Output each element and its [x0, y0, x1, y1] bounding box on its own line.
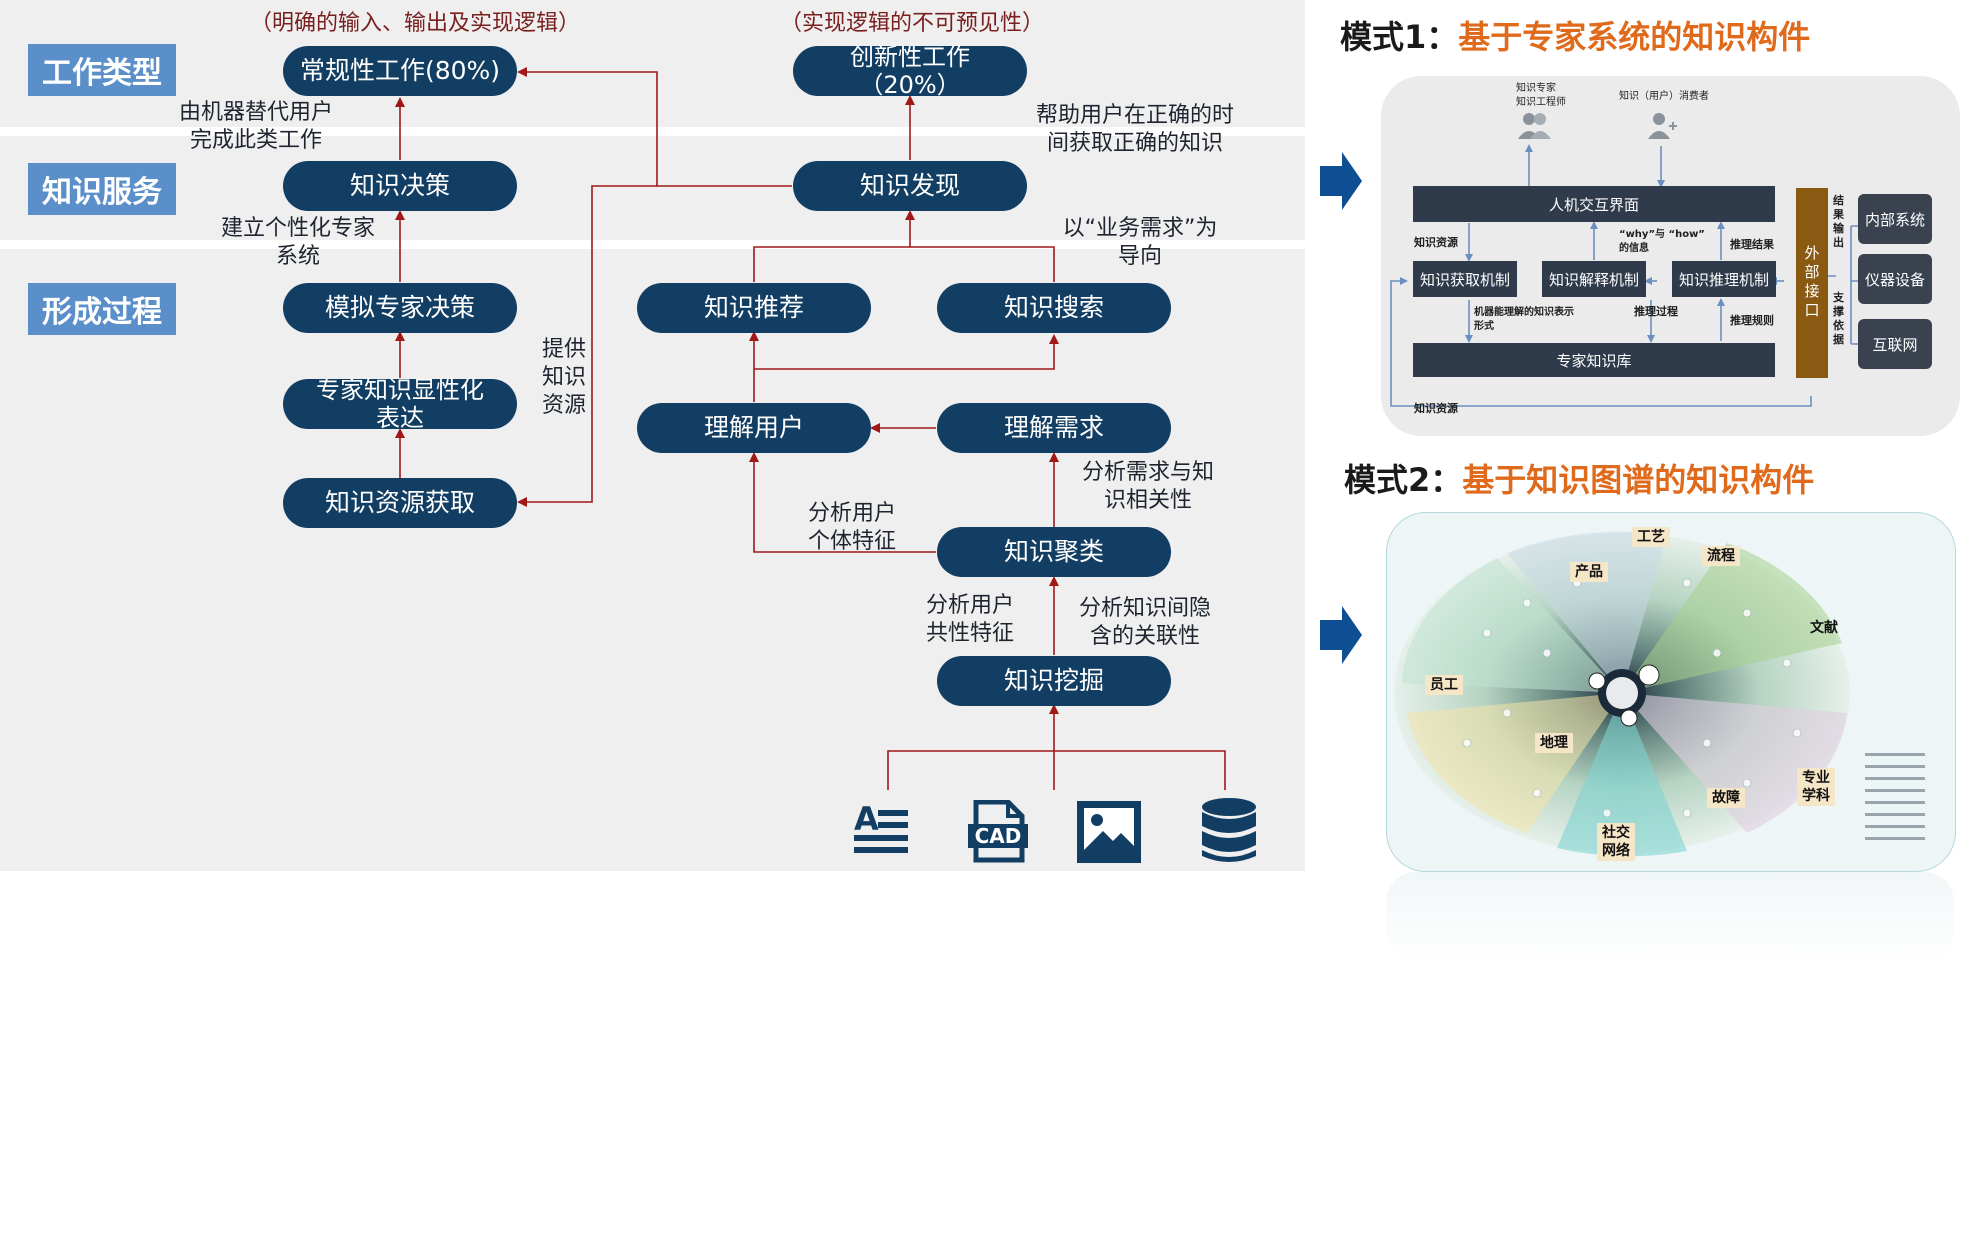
- graph-tag-literature: 文献: [1810, 620, 1838, 636]
- category-knowledge-service: 知识服务: [28, 163, 176, 215]
- graph-tag-employee: 员工: [1425, 675, 1463, 695]
- mode2-prefix: 模式2：: [1344, 461, 1463, 499]
- expert-knowledge-base-bar: 专家知识库: [1413, 343, 1775, 377]
- text-document-icon: A: [854, 800, 910, 860]
- knowledge-reason-mechanism: 知识推理机制: [1672, 261, 1776, 297]
- label-support-basis: 支 撑 依 据: [1833, 291, 1844, 346]
- label-reason-result: 推理结果: [1730, 238, 1774, 251]
- note-provide-resources: 提供 知识 资源: [541, 337, 586, 418]
- knowledge-explain-mechanism: 知识解释机制: [1542, 261, 1646, 297]
- graph-tag-process: 流程: [1702, 546, 1740, 566]
- mode2-title: 模式2：基于知识图谱的知识构件: [1344, 455, 1814, 501]
- note-innovative-description: （实现逻辑的不可预见性）: [780, 11, 1045, 36]
- note-machine-replace: 由机器替代用户 完成此类工作: [178, 100, 333, 153]
- note-analyze-individual: 分析用户 个体特征: [807, 501, 896, 554]
- node-innovative-work: 创新性工作 （20%）: [793, 43, 1027, 99]
- node-knowledge-recommend: 知识推荐: [637, 283, 871, 333]
- node-simulate-expert-decision: 模拟专家决策: [283, 283, 517, 333]
- cad-file-icon: CAD: [968, 799, 1028, 864]
- graph-tag-geography: 地理: [1535, 733, 1573, 753]
- note-analyze-need-relevance: 分析需求与知 识相关性: [1081, 460, 1214, 513]
- hci-interface-bar: 人机交互界面: [1413, 186, 1775, 222]
- note-business-oriented: 以“业务需求”为 导向: [1062, 216, 1218, 269]
- right-arrow-icon: [1320, 606, 1362, 668]
- external-interface-bar: 外部接口: [1796, 188, 1828, 378]
- note-analyze-hidden-relations: 分析知识间隐 含的关联性: [1078, 596, 1211, 649]
- node-understand-user: 理解用户: [637, 403, 871, 453]
- graph-tag-product: 产品: [1570, 562, 1608, 582]
- knowledge-acquire-mechanism: 知识获取机制: [1413, 261, 1517, 297]
- node-understand-need: 理解需求: [937, 403, 1171, 453]
- band-separator: [0, 240, 1305, 249]
- node-knowledge-decision: 知识决策: [283, 161, 517, 211]
- knowledge-graph-visual: [1394, 531, 1925, 857]
- category-work-type: 工作类型: [28, 44, 176, 96]
- system-instrument: 仪器设备: [1858, 254, 1932, 304]
- graph-tag-fault: 故障: [1707, 788, 1745, 808]
- band-separator: [0, 127, 1305, 136]
- node-routine-work: 常规性工作(80%): [283, 46, 517, 96]
- text-document-letter: A: [854, 802, 879, 838]
- node-knowledge-mining: 知识挖掘: [937, 656, 1171, 706]
- label-knowledge-resource-bottom: 知识资源: [1414, 402, 1458, 415]
- node-knowledge-discovery: 知识发现: [793, 161, 1027, 211]
- knowledge-graph-image: 工艺 流程 产品 文献 员工 地理 专业 学科 故障 社交 网络: [1386, 512, 1956, 872]
- category-formation-process: 形成过程: [28, 283, 176, 335]
- node-knowledge-search: 知识搜索: [937, 283, 1171, 333]
- mode1-actor-engineer-label: 知识专家 知识工程师: [1516, 83, 1566, 108]
- label-reason-process: 推理过程: [1634, 305, 1678, 318]
- system-internal: 内部系统: [1858, 194, 1932, 244]
- note-routine-description: （明确的输入、输出及实现逻辑）: [250, 11, 581, 36]
- mode2-title-highlight: 基于知识图谱的知识构件: [1462, 461, 1815, 499]
- graph-reflection: [1386, 872, 1954, 962]
- expert-system-diagram: 知识专家 知识工程师 知识（用户）消费者 人机交互界面 知识获取机制 知识解释机…: [1381, 76, 1960, 436]
- mode1-actor-consumer-label: 知识（用户）消费者: [1619, 91, 1709, 102]
- note-build-expert-system: 建立个性化专家 系统: [220, 216, 375, 269]
- label-machine-representation: 机器能理解的知识表示 形式: [1474, 307, 1574, 332]
- node-expert-knowledge-explicit: 专家知识显性化 表达: [283, 376, 517, 432]
- database-icon: [1201, 798, 1257, 864]
- label-knowledge-resource-top: 知识资源: [1414, 236, 1458, 249]
- mode1-prefix: 模式1：: [1340, 18, 1459, 56]
- node-knowledge-clustering: 知识聚类: [937, 527, 1171, 577]
- label-why-how: “why”与 “how” 的信息: [1619, 229, 1705, 254]
- right-arrow-icon: [1320, 152, 1362, 214]
- graph-tag-craft: 工艺: [1632, 527, 1670, 547]
- note-help-user: 帮助用户在正确的时 间获取正确的知识: [1035, 103, 1234, 156]
- consumer-user-icon: [1647, 111, 1677, 143]
- node-resource-acquisition: 知识资源获取: [283, 478, 517, 528]
- mode1-title-highlight: 基于专家系统的知识构件: [1458, 18, 1811, 56]
- image-file-icon: [1077, 801, 1141, 863]
- note-analyze-common: 分析用户 共性特征: [925, 593, 1014, 646]
- system-internet: 互联网: [1858, 319, 1932, 369]
- cad-label: CAD: [975, 824, 1022, 848]
- expert-user-icon: [1518, 111, 1552, 143]
- mode1-title: 模式1：基于专家系统的知识构件: [1340, 12, 1810, 58]
- flow-connectors: [395, 67, 1226, 790]
- label-result-output: 结 果 输 出: [1833, 194, 1844, 249]
- graph-tag-social-network: 社交 网络: [1597, 823, 1635, 861]
- graph-tag-discipline: 专业 学科: [1797, 768, 1835, 806]
- label-reason-rule: 推理规则: [1730, 314, 1774, 327]
